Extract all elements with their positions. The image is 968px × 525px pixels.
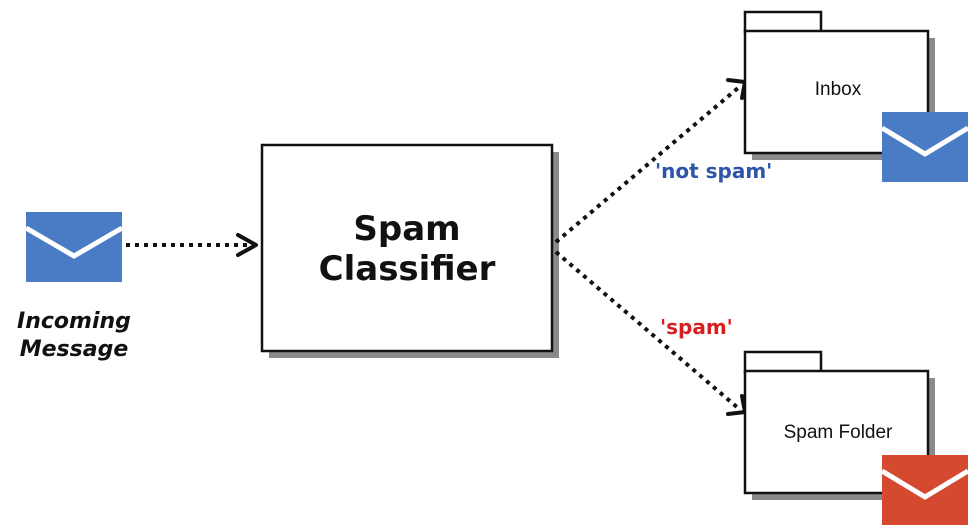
spam-folder-icon [743,350,935,500]
spam-envelope-icon [880,455,968,525]
spam-classifier-box [260,143,559,358]
not-spam-label: 'not spam' [655,159,772,183]
incoming-message-label-line2: Message [20,337,129,362]
spam-folder-label: Spam Folder [784,422,893,443]
incoming-arrow [126,233,258,257]
spam-label: 'spam' [660,315,733,339]
incoming-envelope-icon [24,212,124,282]
inbox-label: Inbox [815,79,862,100]
classifier-label-line2: Classifier [319,249,496,289]
incoming-message-label-line1: Incoming [17,309,131,334]
classifier-label-line1: Spam [353,209,460,249]
inbox-envelope-icon [880,112,968,182]
